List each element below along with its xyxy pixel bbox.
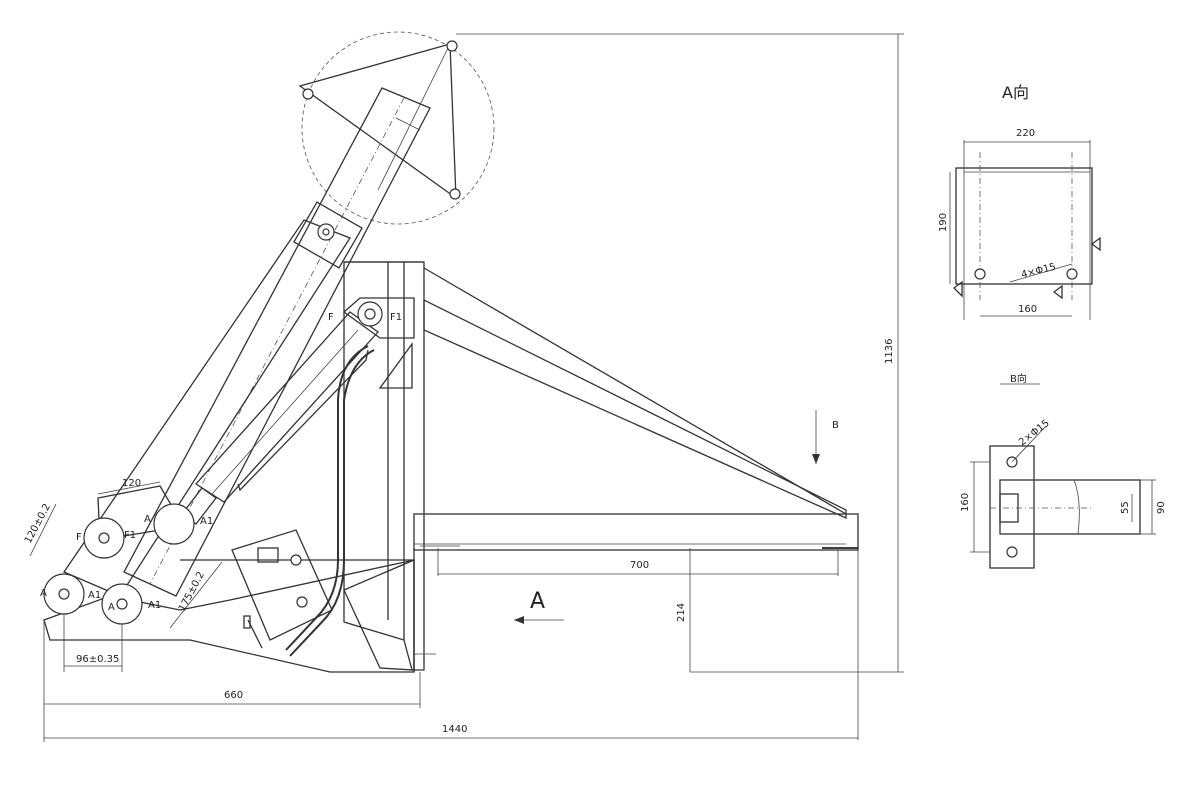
pin-label-f1-top: F1 <box>390 312 402 323</box>
dim-link-width-line <box>97 481 161 495</box>
bracket-hole-left <box>302 88 314 100</box>
cylinder-line <box>211 329 359 495</box>
view-a-dim-hole-spacing: 160 <box>1018 304 1037 315</box>
view-a-holes: 4×Φ15 <box>1020 262 1057 281</box>
view-a-dim-width: 220 <box>1016 128 1035 139</box>
boom-end-mark <box>395 117 421 131</box>
dim-link-offset-2-line <box>169 561 223 629</box>
cylinder-hose <box>237 349 369 492</box>
view-arrow-a-head <box>514 616 524 624</box>
dim-link-width: 120 <box>122 478 141 489</box>
view-b-dim-height: 160 <box>960 493 971 512</box>
diagonal-brace <box>423 298 847 520</box>
view-a-weld-symbol-1 <box>1090 236 1101 252</box>
vertical-frame-plate <box>343 261 425 671</box>
pin-label-f-top: F <box>328 312 334 323</box>
view-b-tab <box>999 479 1141 535</box>
dim-link-offset-2: 175±0.2 <box>177 570 207 613</box>
pin-label-a: A <box>40 588 47 599</box>
view-arrow-b-head <box>812 454 820 464</box>
hydraulic-hose-inner <box>285 345 369 651</box>
view-b-holes: 2×Φ15 <box>1017 418 1052 448</box>
view-a: A向 220 190 160 4×Φ15 <box>938 83 1101 320</box>
pivot-pin-f-inner <box>98 532 110 544</box>
main-view: A A1 A A1 F F1 A A1 F F1 1136 700 214 66… <box>23 31 904 742</box>
view-a-hole-left <box>974 268 986 280</box>
view-a-dim-height: 190 <box>938 213 949 232</box>
valve-bolt-1 <box>290 554 302 566</box>
view-a-leader <box>1009 263 1073 283</box>
view-a-weld-symbol-2 <box>1052 284 1063 300</box>
valve-port <box>257 547 279 563</box>
dim-overall-length: 1440 <box>442 724 467 735</box>
view-b-dim-slot: 55 <box>1120 501 1131 514</box>
view-b-break-line <box>1073 479 1080 535</box>
pin-label-a1: A1 <box>88 590 101 601</box>
bracket-hole-bottom <box>449 188 461 200</box>
swing-range-circle <box>301 31 495 225</box>
boom-centerline <box>149 97 405 585</box>
view-a-plate <box>955 167 1093 285</box>
view-b-plate <box>989 445 1035 569</box>
view-a-title: A向 <box>1002 83 1029 102</box>
lower-strut <box>343 559 415 671</box>
cylinder-top-clevis <box>342 297 415 339</box>
main-boom <box>123 87 431 597</box>
pin-label-a-lower: A <box>108 602 115 613</box>
pin-label-f1: F1 <box>124 530 136 541</box>
hydraulic-hose <box>289 349 375 657</box>
dim-beam-length: 700 <box>630 560 649 571</box>
pivot-pin-a-inner <box>58 588 70 600</box>
pivot-pin-a-upper-outer <box>153 503 195 545</box>
boom-clamp <box>293 201 363 269</box>
dim-link-offset-1: 120±0.2 <box>23 502 53 545</box>
pin-label-f: F <box>76 532 82 543</box>
view-arrow-a-label: A <box>530 589 545 614</box>
pin-label-a-upper: A <box>144 514 151 525</box>
dim-base-length: 660 <box>224 690 243 701</box>
horizontal-beam <box>413 513 859 551</box>
valve-block <box>231 529 333 641</box>
dim-pin-spacing: 96±0.35 <box>76 654 119 665</box>
top-triangular-plate <box>298 43 457 200</box>
valve-bolt-2 <box>296 596 308 608</box>
cylinder-rod <box>181 487 217 525</box>
view-a-hole-right <box>1066 268 1078 280</box>
bracket-hole-top <box>446 40 458 52</box>
pin-label-a1-lower: A1 <box>148 600 161 611</box>
dim-height: 1136 <box>884 339 895 364</box>
view-b: B向 160 2×Φ15 55 90 <box>960 372 1167 569</box>
brace-top-edge <box>423 267 847 515</box>
view-a-weld-symbol-3 <box>953 280 963 298</box>
frame-gusset <box>378 342 413 389</box>
dim-beam-height: 214 <box>676 603 687 622</box>
valve-handle-grip <box>243 615 251 629</box>
clamp-bolt-inner <box>322 228 330 236</box>
pivot-pin-a1-inner <box>116 598 128 610</box>
view-b-title: B向 <box>1010 372 1027 385</box>
clevis-pin-inner <box>364 308 376 320</box>
view-arrow-b-label: B <box>832 420 839 431</box>
pin-label-a1-upper: A1 <box>200 516 213 527</box>
view-b-dim-width: 90 <box>1156 501 1167 514</box>
dim-link-offset-1-line <box>29 503 57 557</box>
view-b-hole-bottom <box>1006 546 1018 558</box>
hydraulic-cylinder <box>195 311 379 503</box>
bracket-centerline <box>377 43 451 191</box>
view-b-leader <box>1011 425 1047 463</box>
